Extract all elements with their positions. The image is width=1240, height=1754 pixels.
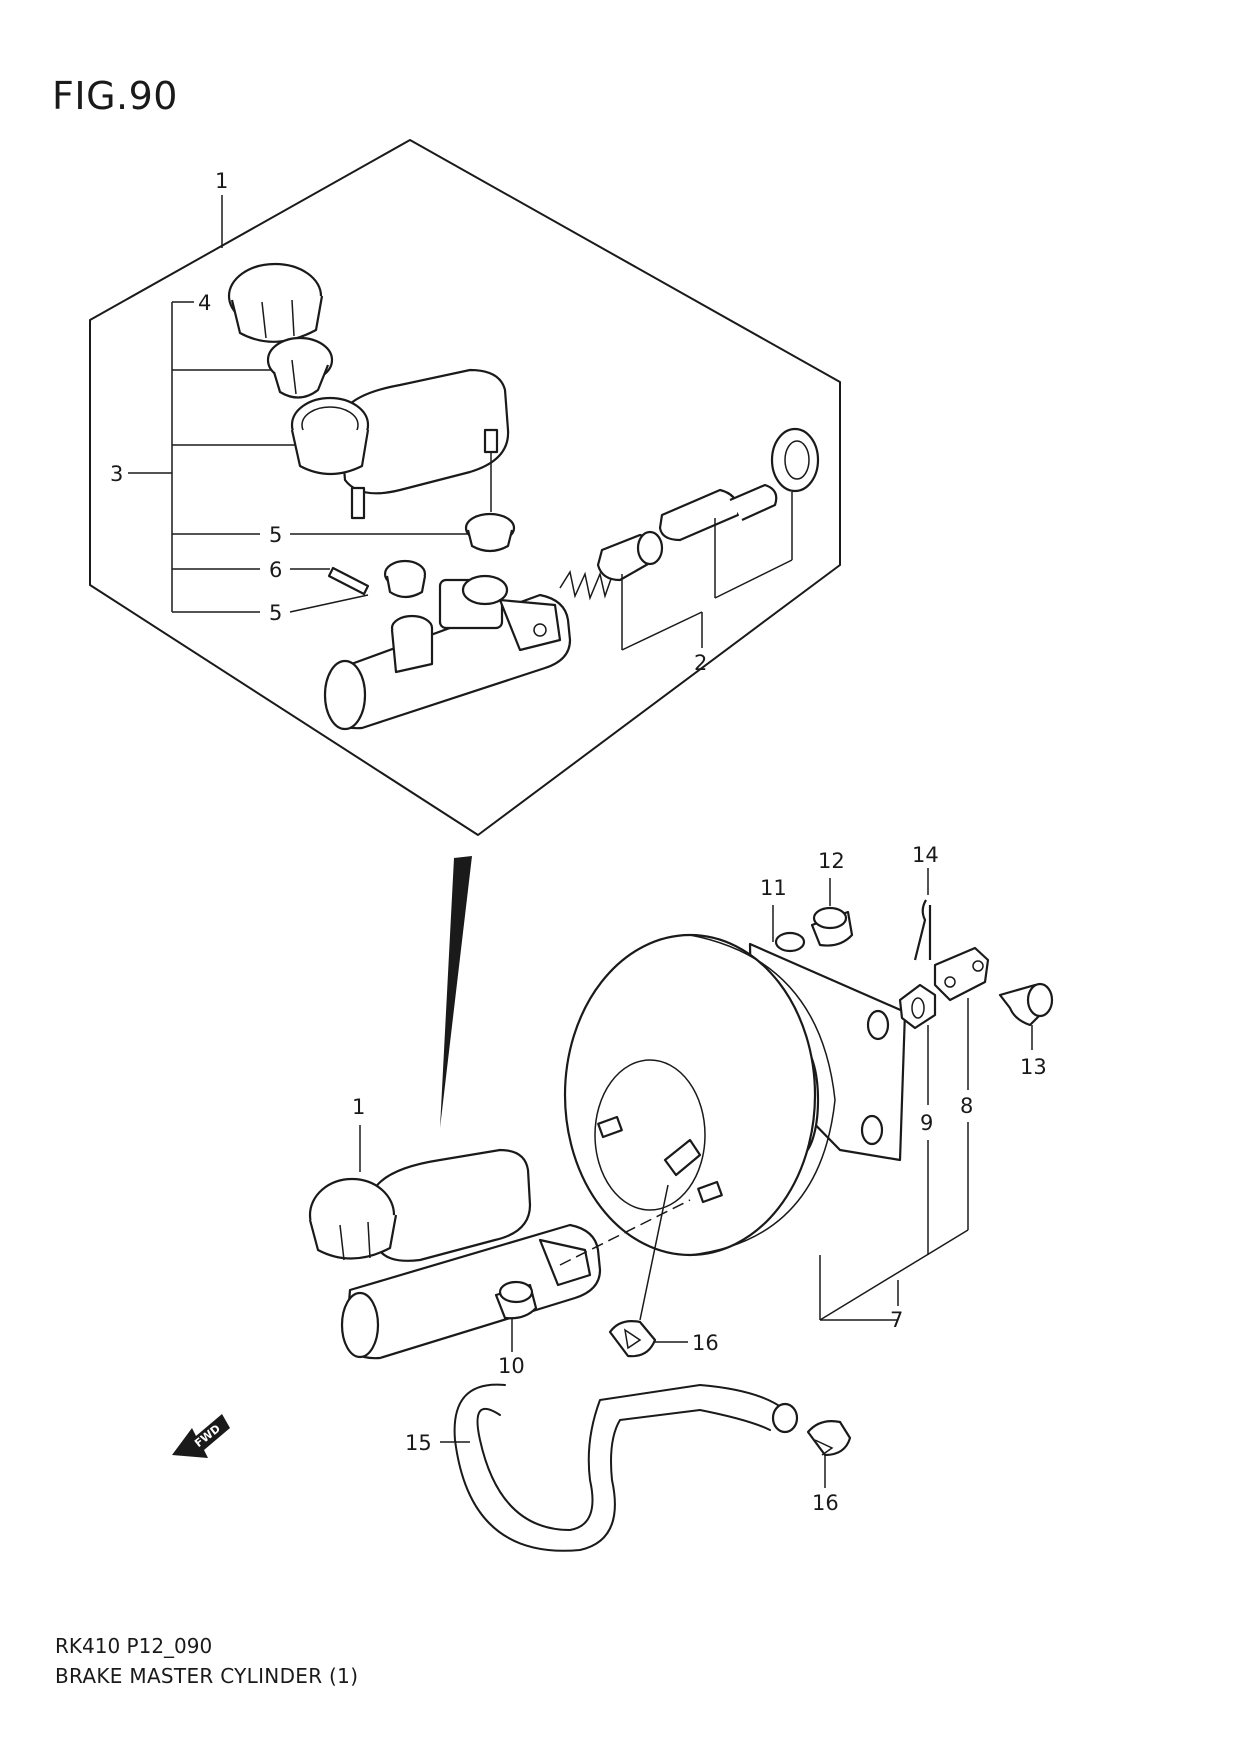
reservoir-cap	[227, 262, 324, 343]
secondary-piston	[658, 483, 778, 542]
assembly-1-enclosure	[89, 139, 841, 836]
brake-fluid-reservoir	[290, 368, 510, 520]
callout-3: 3	[110, 462, 123, 486]
hose-clamp-lower	[806, 1420, 852, 1457]
callout-14: 14	[912, 843, 939, 867]
forward-direction-arrow: FWD	[172, 1414, 230, 1458]
model-code: RK410 P12_090	[55, 1634, 213, 1658]
master-cylinder-assembly	[308, 1148, 602, 1360]
booster-nut	[810, 906, 854, 947]
callout-1-top: 1	[215, 169, 228, 193]
callout-12: 12	[818, 849, 845, 873]
cup-seal	[770, 427, 820, 493]
reservoir-grommet-upper	[464, 512, 516, 553]
reservoir-grommet-lower	[383, 559, 427, 599]
vacuum-hose	[453, 1383, 799, 1552]
callout-15: 15	[405, 1431, 432, 1455]
callout-4: 4	[198, 291, 211, 315]
push-rod-clevis	[933, 946, 990, 1002]
clevis-lock-nut	[898, 983, 937, 1030]
master-cylinder-body	[323, 574, 572, 731]
piston-return-spring	[559, 570, 613, 601]
callout-13: 13	[1020, 1055, 1047, 1079]
callout-2: 2	[694, 651, 707, 675]
callout-6: 6	[269, 558, 282, 582]
diagram-name: BRAKE MASTER CYLINDER (1)	[55, 1664, 359, 1688]
master-cylinder-nut	[494, 1280, 538, 1320]
clevis-clip	[913, 899, 932, 961]
reservoir-strainer	[266, 336, 334, 399]
callout-11: 11	[760, 876, 787, 900]
retaining-pin	[327, 566, 370, 596]
callout-16a: 16	[692, 1331, 719, 1355]
callout-16b: 16	[812, 1491, 839, 1515]
figure-title: FIG.90	[52, 74, 178, 118]
assembly-direction-arrow	[440, 856, 472, 1128]
callout-1-bottom: 1	[352, 1095, 365, 1119]
clevis-pin	[998, 982, 1054, 1027]
brake-booster	[563, 931, 907, 1257]
hose-clamp-upper	[608, 1320, 657, 1358]
callout-10: 10	[498, 1354, 525, 1378]
callout-5a: 5	[269, 523, 282, 547]
callout-5b: 5	[269, 601, 282, 625]
callout-9: 9	[920, 1111, 933, 1135]
primary-piston	[596, 530, 664, 582]
callout-7: 7	[890, 1308, 903, 1332]
callout-8: 8	[960, 1094, 973, 1118]
